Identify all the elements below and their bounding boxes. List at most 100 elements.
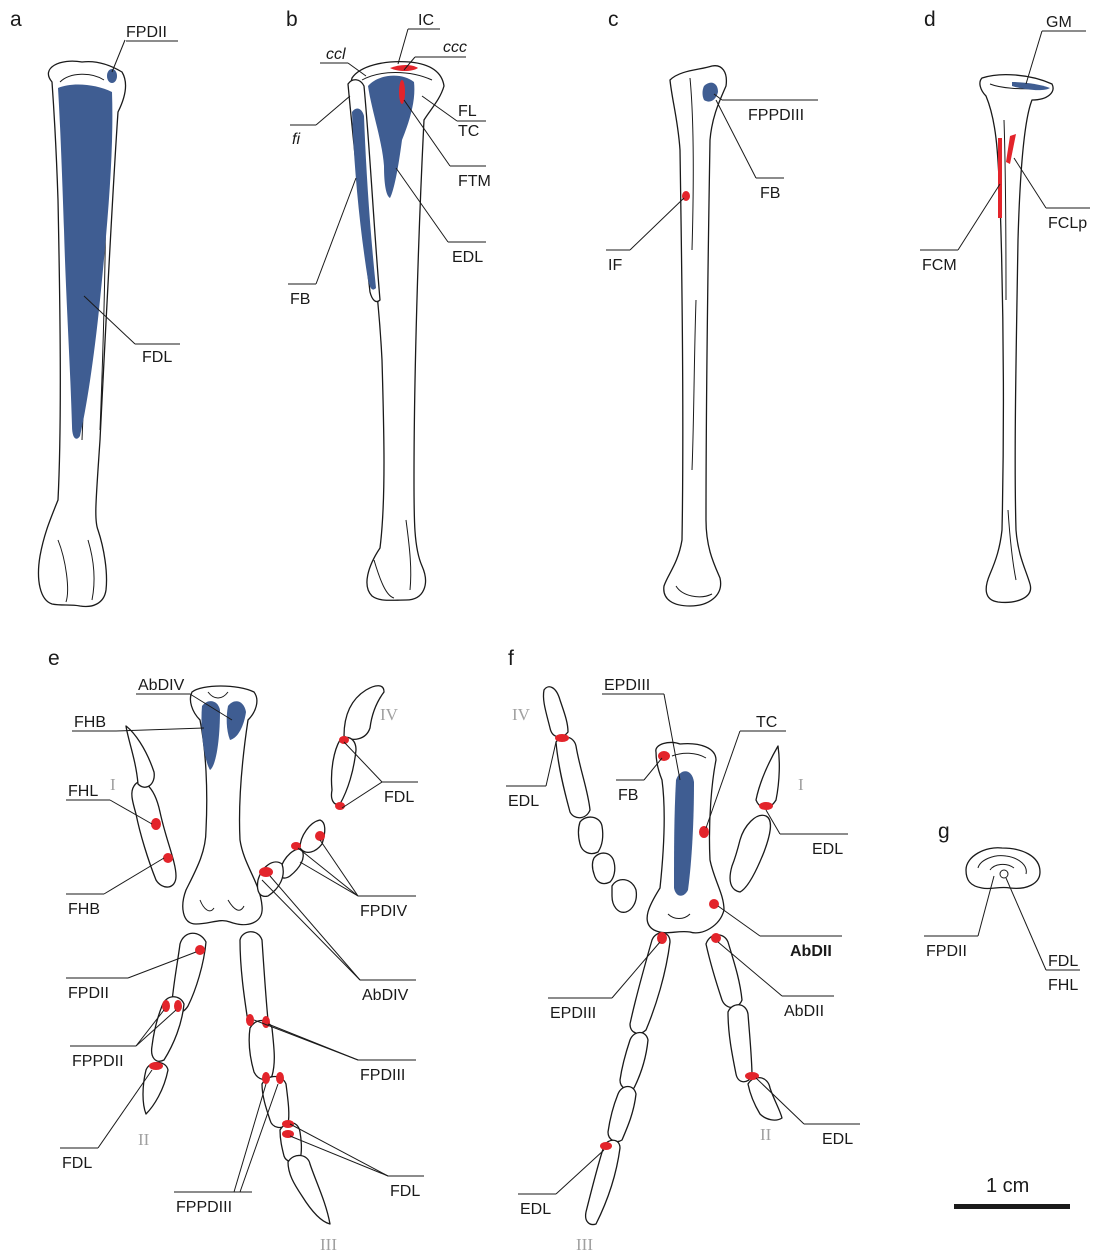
digit-i-f-claw — [756, 746, 779, 808]
digit-iv-f-phalanx-3 — [593, 853, 615, 884]
label-e-fppdiii: FPPDIII — [176, 1199, 232, 1216]
digit-label-e-iv: IV — [380, 705, 399, 724]
fhl-attachment-e — [151, 818, 161, 830]
edl-attachment-f-iv — [555, 734, 569, 742]
digit-label-e-iii: III — [320, 1235, 337, 1254]
epdiii-attachment-f-digit — [657, 932, 667, 944]
label-d-gm: GM — [1046, 14, 1072, 31]
digit-iii-f-phalanx-3 — [608, 1087, 636, 1142]
abdii-attachment-f-digit — [711, 933, 721, 943]
label-f-edl-iv: EDL — [508, 793, 539, 810]
digit-label-e-i: I — [110, 775, 116, 794]
panel-letter-d: d — [924, 8, 936, 31]
label-f-edl-iii: EDL — [520, 1201, 551, 1218]
digit-label-e-ii: II — [138, 1130, 150, 1149]
if-attachment-c — [682, 191, 690, 201]
label-b-fl: FL — [458, 103, 477, 120]
label-d-fcm: FCM — [922, 257, 957, 274]
panel-a: a FPDII FDL — [10, 8, 180, 606]
label-f-edl-ii: EDL — [822, 1131, 853, 1148]
label-e-fpdiii: FPDIII — [360, 1067, 405, 1084]
label-e-abdiv-bottom: AbDIV — [362, 987, 409, 1004]
abdii-attachment-f — [709, 899, 719, 909]
label-g-fpdii: FPDII — [926, 943, 967, 960]
fppdiii-attachment-e-b — [276, 1072, 284, 1084]
fdl-attachment-e-ii — [149, 1062, 163, 1070]
scale-bar-line — [954, 1204, 1070, 1209]
digit-i-e-claw — [126, 726, 154, 787]
label-f-abdii: AbDII — [784, 1003, 824, 1020]
digit-ii-f-phalanx-1 — [706, 935, 742, 1008]
label-c-fb: FB — [760, 185, 780, 202]
label-b-tc: TC — [458, 123, 479, 140]
digit-iv-f-phalanx-1 — [556, 737, 590, 818]
digit-iv-f-phalanx-4 — [612, 880, 636, 913]
panel-c: c FPPDIII FB IF — [606, 8, 818, 606]
panel-letter-f: f — [508, 647, 514, 670]
panel-letter-g: g — [938, 820, 950, 843]
edl-attachment-f-iii — [600, 1142, 612, 1150]
label-e-fppdii: FPPDII — [72, 1053, 124, 1070]
label-b-fb: FB — [290, 291, 310, 308]
digit-label-f-ii: II — [760, 1125, 772, 1144]
fppdii-attachment-e-a — [162, 1000, 170, 1012]
digit-i-e-phalanx-1 — [132, 782, 176, 887]
digit-iii-e-claw — [288, 1155, 330, 1224]
abdiv-attachment-e-digit — [259, 867, 273, 877]
digit-iv-f-claw — [543, 687, 568, 737]
label-e-fdl-iii: FDL — [390, 1183, 420, 1200]
digit-i-f-phalanx-1 — [730, 815, 770, 892]
label-e-fpdiv: FPDIV — [360, 903, 407, 920]
label-d-fclp: FCLp — [1048, 215, 1087, 232]
fpdiii-attachment-e-a — [246, 1014, 254, 1026]
digit-iv-e-phalanx-4 — [257, 862, 283, 896]
scale-bar: 1 cm — [954, 1175, 1070, 1209]
digit-ii-f-phalanx-2 — [728, 1005, 752, 1082]
digit-iii-f-phalanx-4 — [586, 1140, 620, 1224]
label-g-fdl: FDL — [1048, 953, 1078, 970]
digit-iii-e-phalanx-1 — [240, 932, 268, 1027]
fcm-attachment-d — [998, 138, 1002, 218]
tibiotarsus-d-outline — [980, 75, 1053, 603]
label-f-edl-i: EDL — [812, 841, 843, 858]
fdl-attachment-e-iv-a — [339, 736, 349, 744]
fpdii-attachment-e — [195, 945, 205, 955]
fdl-attachment-e-iv-b — [335, 802, 345, 810]
digit-iii-e-phalanx-2 — [249, 1021, 274, 1080]
edl-attachment-f-i — [759, 802, 773, 810]
fdl-attachment-e-iii-a — [282, 1120, 294, 1128]
label-e-fhl: FHL — [68, 783, 98, 800]
label-g-fhl: FHL — [1048, 977, 1078, 994]
panel-letter-a: a — [10, 8, 22, 31]
label-e-fhb-bottom: FHB — [68, 901, 100, 918]
bone-cross-section-g — [966, 848, 1040, 889]
tarsometatarsus-e-outline — [183, 686, 262, 925]
panel-letter-b: b — [286, 8, 298, 31]
digit-iv-e-phalanx-1 — [331, 737, 356, 804]
label-e-fpdii: FPDII — [68, 985, 109, 1002]
digit-ii-f-claw — [748, 1078, 782, 1120]
panel-g: g FPDII FDL FHL — [924, 820, 1080, 994]
label-f-tc: TC — [756, 714, 777, 731]
label-b-fi: fi — [292, 131, 300, 148]
digit-ii-e-claw — [143, 1063, 168, 1115]
label-b-ccl: ccl — [326, 46, 346, 63]
label-c-if: IF — [608, 257, 622, 274]
label-b-ic: IC — [418, 12, 434, 29]
label-e-fhb-top: FHB — [74, 714, 106, 731]
fb-attachment-f — [658, 751, 670, 761]
digit-iii-f-phalanx-2 — [620, 1033, 648, 1090]
fppdiii-attachment-e-a — [262, 1072, 270, 1084]
panel-f: f IV EDL FB EPDIII TC I EDL — [506, 647, 860, 1254]
label-f-epdiii-top: EPDIII — [604, 677, 650, 694]
label-e-fdl-ii: FDL — [62, 1155, 92, 1172]
label-a-fpdii: FPDII — [126, 24, 167, 41]
fhb-attachment-e-digit — [163, 853, 173, 863]
panel-e: e I FHL FHB FHB AbDIV — [48, 647, 424, 1254]
panel-letter-e: e — [48, 647, 60, 670]
label-b-ftm: FTM — [458, 173, 491, 190]
digit-label-f-i: I — [798, 775, 804, 794]
scale-bar-label: 1 cm — [986, 1175, 1029, 1197]
panel-d: d GM FCLp FCM — [920, 8, 1090, 602]
